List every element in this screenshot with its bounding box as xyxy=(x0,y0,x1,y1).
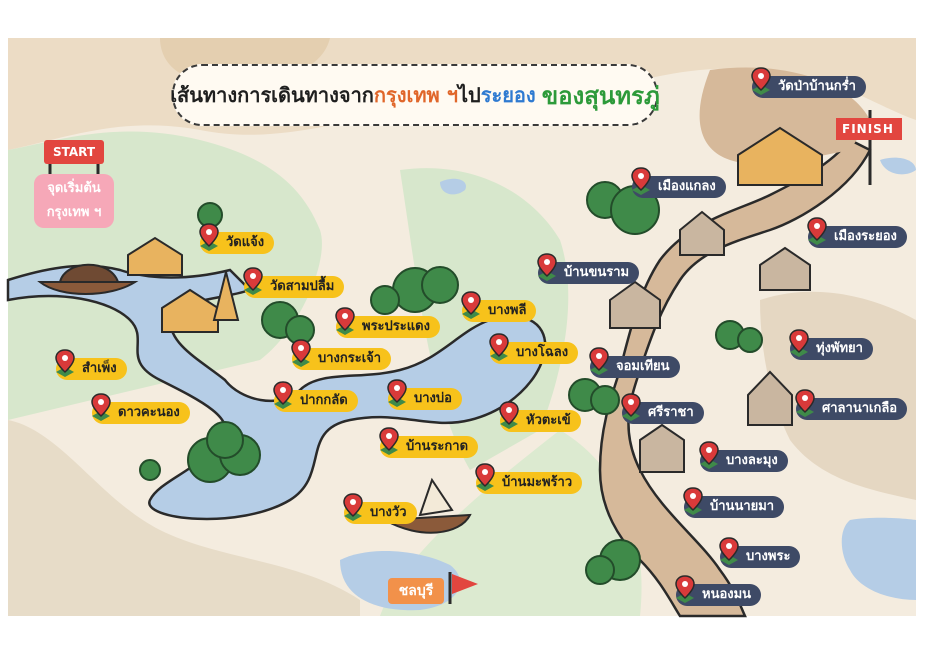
map-pin-icon xyxy=(288,338,314,368)
map-pin-icon xyxy=(384,378,410,408)
place-label: บางวัว xyxy=(343,493,417,524)
place-label: บางโฉลง xyxy=(489,333,579,364)
map-pin-icon xyxy=(786,328,812,358)
map-pin-icon xyxy=(672,574,698,604)
map-pin-icon xyxy=(240,266,266,296)
map-pin-icon xyxy=(486,332,512,362)
place-label: บ้านขนราม xyxy=(537,253,640,284)
place-label: ปากกลัด xyxy=(273,381,358,412)
map-pin-icon xyxy=(804,216,830,246)
map-pin-icon xyxy=(792,388,818,418)
map-pin-icon xyxy=(534,252,560,282)
map-pin-icon xyxy=(376,426,402,456)
place-label: วัดแจ้ง xyxy=(199,223,275,254)
map-pin-icon xyxy=(472,462,498,492)
place-label: บางพระ xyxy=(719,537,801,568)
map-title: เส้นทางการเดินทางจาก กรุงเทพ ฯ ไป ระยอง … xyxy=(170,64,660,126)
place-label: หัวตะเข้ xyxy=(499,401,581,432)
start-note: จุดเริ่มต้น กรุงเทพ ฯ xyxy=(34,174,114,228)
start-sign: START xyxy=(44,140,104,164)
place-label: พระประแดง xyxy=(335,307,440,338)
map-pin-icon xyxy=(332,306,358,336)
place-label: บางพลี xyxy=(461,291,537,322)
map-pin-icon xyxy=(340,492,366,522)
title-part-to: ไป xyxy=(457,83,481,107)
place-label: บ้านระกาด xyxy=(379,427,479,458)
place-label: เมืองระยอง xyxy=(807,217,907,248)
place-label: บ้านนายมา xyxy=(683,487,785,518)
title-part-sunthorn-phu: ของสุนทรภู่ xyxy=(541,81,660,110)
place-label: ศรีราชา xyxy=(621,393,704,424)
map-pin-icon xyxy=(458,290,484,320)
map-pin-icon xyxy=(680,486,706,516)
place-label: บางละมุง xyxy=(699,441,788,472)
place-label: บางกระเจ้า xyxy=(291,339,392,370)
place-label: สำเพ็ง xyxy=(55,349,127,380)
place-label: วัดป่าบ้านกร่ำ xyxy=(751,67,866,98)
chonburi-sign: ชลบุรี xyxy=(388,578,444,604)
map-pin-icon xyxy=(196,222,222,252)
map-pin-icon xyxy=(52,348,78,378)
map-pin-icon xyxy=(586,346,612,376)
place-label: จอมเทียน xyxy=(589,347,680,378)
place-label: บ้านมะพร้าว xyxy=(475,463,583,494)
map-pin-icon xyxy=(618,392,644,422)
title-part-rayong: ระยอง xyxy=(480,83,536,107)
place-label: ดาวคะนอง xyxy=(91,393,190,424)
place-label: ศาลานาเกลือ xyxy=(795,389,908,420)
map-pin-icon xyxy=(628,166,654,196)
map-pin-icon xyxy=(88,392,114,422)
map-pin-icon xyxy=(496,400,522,430)
map-pin-icon xyxy=(696,440,722,470)
map-pin-icon xyxy=(748,66,774,96)
place-label: ทุ่งพัทยา xyxy=(789,329,873,360)
finish-sign: FINISH xyxy=(836,118,902,140)
place-label: วัดสามปลื้ม xyxy=(243,267,345,298)
place-label: เมืองแกลง xyxy=(631,167,726,198)
place-label: บางบ่อ xyxy=(387,379,462,410)
map-pin-icon xyxy=(270,380,296,410)
place-label: หนองมน xyxy=(675,575,762,606)
start-note-line2: กรุงเทพ ฯ xyxy=(46,205,102,220)
title-part-route: เส้นทางการเดินทางจาก xyxy=(170,83,374,107)
map-pin-icon xyxy=(716,536,742,566)
start-note-line1: จุดเริ่มต้น xyxy=(47,181,101,196)
title-part-bangkok: กรุงเทพ ฯ xyxy=(373,83,458,107)
